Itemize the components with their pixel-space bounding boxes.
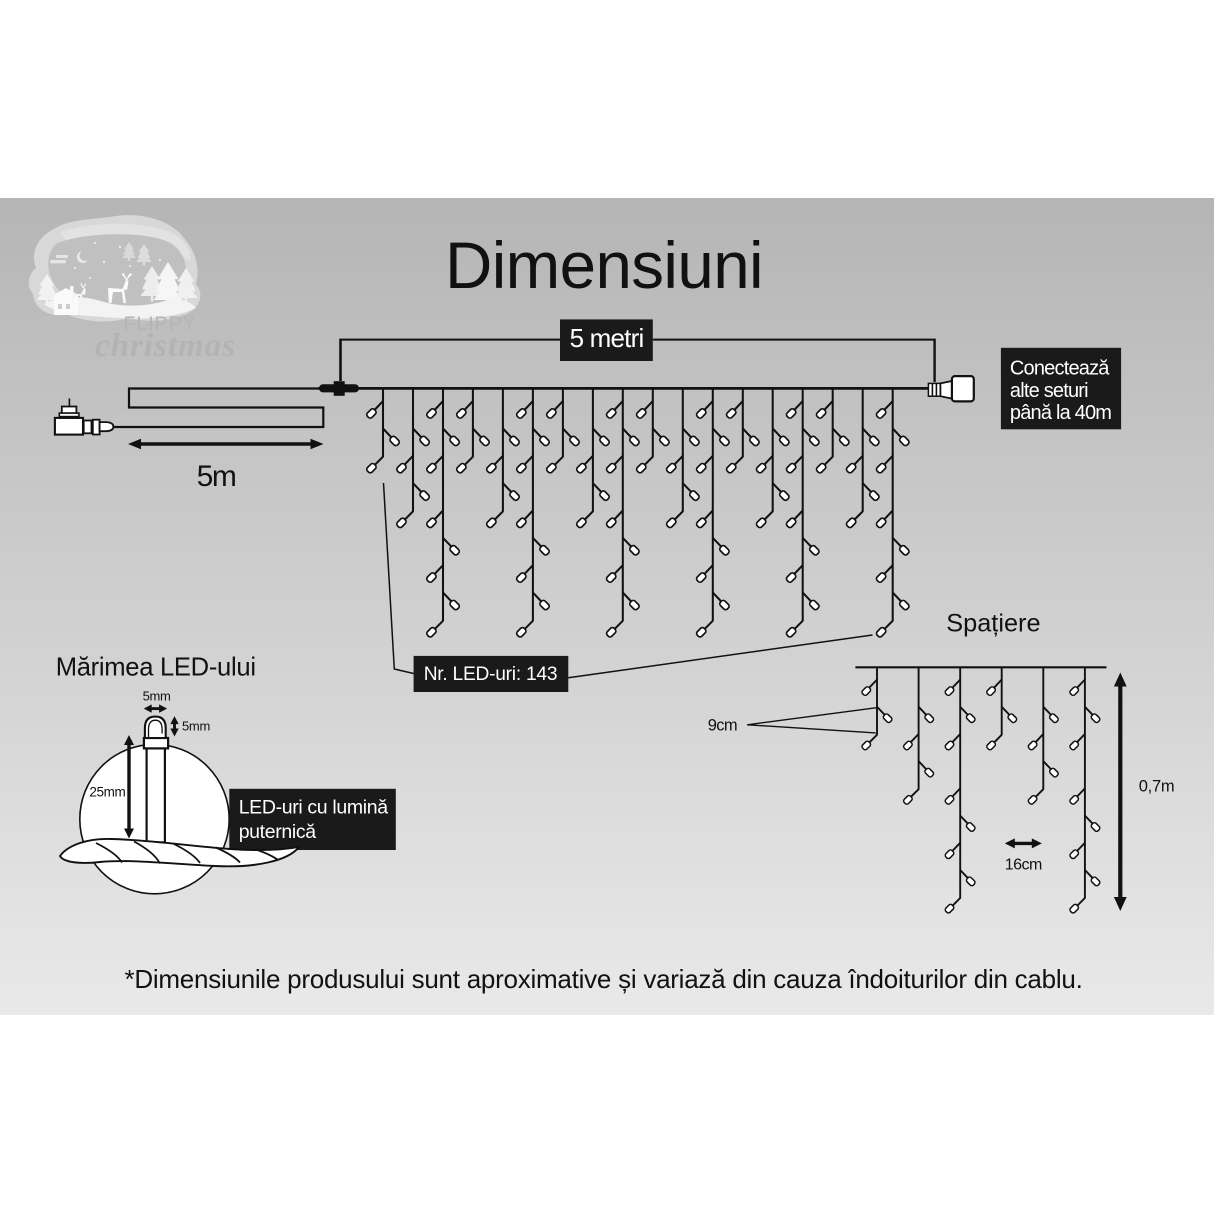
- svg-text:puternică: puternică: [239, 821, 317, 843]
- svg-text:25mm: 25mm: [89, 785, 125, 800]
- svg-text:5 metri: 5 metri: [570, 323, 644, 353]
- svg-text:FLIPPY.: FLIPPY.: [124, 313, 201, 335]
- svg-text:9cm: 9cm: [708, 717, 737, 735]
- svg-text:Nr. LED-uri: 143: Nr. LED-uri: 143: [424, 664, 558, 685]
- svg-text:Conectează: Conectează: [1010, 358, 1110, 380]
- svg-text:Dimensiuni: Dimensiuni: [445, 229, 763, 302]
- svg-text:LED-uri cu lumină: LED-uri cu lumină: [239, 797, 389, 819]
- svg-text:Spațiere: Spațiere: [946, 610, 1040, 638]
- svg-text:christmas: christmas: [95, 328, 236, 364]
- svg-text:5mm: 5mm: [182, 718, 210, 733]
- svg-text:5m: 5m: [197, 460, 236, 493]
- svg-text:*Dimensiunile produsului sunt: *Dimensiunile produsului sunt aproximati…: [124, 964, 1082, 994]
- svg-text:Mărimea LED-ului: Mărimea LED-ului: [56, 654, 256, 682]
- svg-text:5mm: 5mm: [143, 689, 171, 704]
- svg-text:alte seturi: alte seturi: [1010, 380, 1088, 402]
- svg-text:16cm: 16cm: [1005, 857, 1042, 874]
- svg-text:0,7m: 0,7m: [1139, 778, 1174, 796]
- svg-text:până la 40m: până la 40m: [1010, 402, 1111, 424]
